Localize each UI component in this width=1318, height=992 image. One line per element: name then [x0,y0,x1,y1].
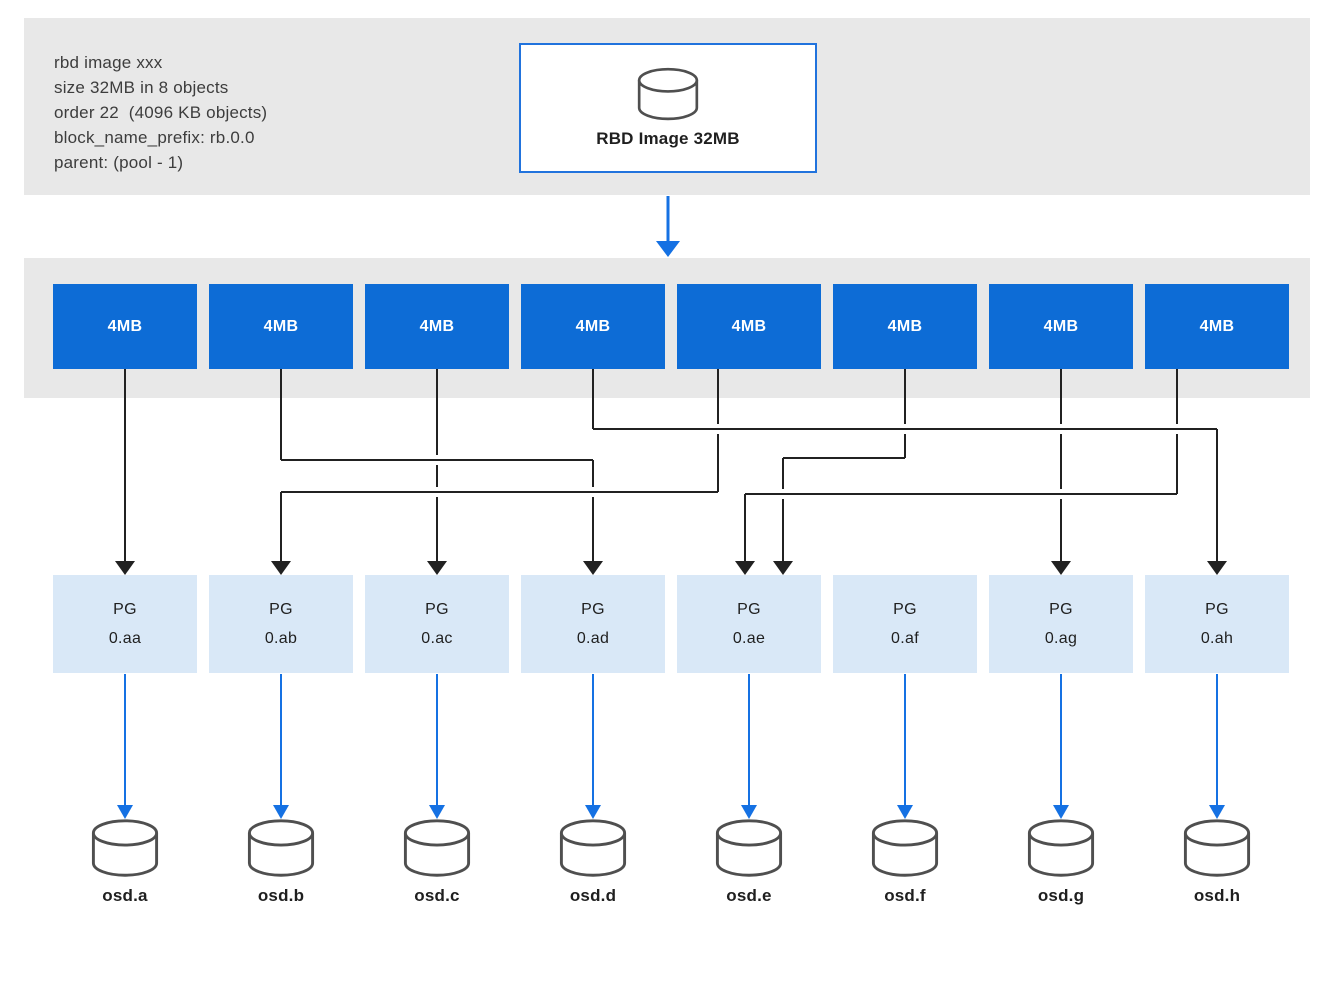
pg-code: 0.ah [1200,629,1234,647]
rbd-info-line: rbd image xxx [54,53,163,72]
pg-to-osd-arrowhead [897,805,913,819]
pg-title: PG [113,600,137,618]
pg-code: 0.af [891,629,919,647]
osd-cylinder-icon [247,819,315,877]
pg-title: PG [269,600,293,618]
pg-code: 0.ab [264,629,298,647]
pg-box: PG 0.ae [677,575,821,673]
object-4mb-label: 4MB [419,317,455,335]
pg-box: PG 0.ac [365,575,509,673]
pg-box: PG 0.ad [521,575,665,673]
object-to-pg-arrowhead [773,561,793,575]
object-4mb-box: 4MB [521,284,665,369]
osd-label: osd.a [102,886,148,905]
object-4mb-box: 4MB [209,284,353,369]
object-4mb-label: 4MB [731,317,767,335]
pg-code: 0.ad [576,629,610,647]
pg-code: 0.ae [732,629,766,647]
osd-cylinder-icon [91,819,159,877]
object-4mb-box: 4MB [677,284,821,369]
osd-node: osd.g [989,818,1133,906]
pg-title: PG [581,600,605,618]
pg-to-osd-arrowhead [273,805,289,819]
osd-label: osd.d [569,886,617,905]
pg-box: PG 0.ag [989,575,1133,673]
osd-cylinder-icon [1027,819,1095,877]
pg-box: PG 0.ah [1145,575,1289,673]
osd-label: osd.h [1193,886,1241,905]
osd-cylinder-icon [559,819,627,877]
pg-title: PG [1049,600,1073,618]
object-to-pg-arrowhead [583,561,603,575]
rbd-info-line: parent: (pool - 1) [54,153,184,172]
pg-title: PG [1205,600,1229,618]
object-4mb-label: 4MB [887,317,923,335]
object-4mb-box: 4MB [989,284,1133,369]
rbd-info-text: rbd image xxx size 32MB in 8 objects order… [54,50,267,175]
osd-node: osd.a [53,818,197,906]
object-to-pg-arrowhead [271,561,291,575]
pg-box: PG 0.af [833,575,977,673]
osd-label: osd.g [1037,886,1085,905]
object-to-pg-arrowhead [1051,561,1071,575]
object-4mb-box: 4MB [365,284,509,369]
object-4mb-box: 4MB [53,284,197,369]
object-4mb-label: 4MB [107,317,143,335]
pg-box: PG 0.ab [209,575,353,673]
osd-label: osd.e [726,886,772,905]
rbd-info-line: block_name_prefix: rb.0.0 [54,128,255,147]
object-to-pg-arrowhead [115,561,135,575]
pg-to-osd-arrowhead [585,805,601,819]
object-to-pg-arrowhead [735,561,755,575]
osd-node: osd.b [209,818,353,906]
osd-node: osd.h [1145,818,1289,906]
object-to-pg-arrowhead [427,561,447,575]
osd-cylinder-icon [403,819,471,877]
rbd-info-line: size 32MB in 8 objects [54,78,229,97]
pg-title: PG [893,600,917,618]
pg-to-osd-arrowhead [741,805,757,819]
pg-to-osd-arrowhead [429,805,445,819]
object-4mb-box: 4MB [833,284,977,369]
pg-to-osd-arrowhead [117,805,133,819]
osd-label: osd.f [884,886,926,905]
object-4mb-label: 4MB [1199,317,1235,335]
disk-cylinder-icon [637,67,699,121]
object-4mb-box: 4MB [1145,284,1289,369]
osd-node: osd.e [677,818,821,906]
object-to-pg-arrowhead [1207,561,1227,575]
rbd-to-objects-arrowhead [656,241,680,257]
osd-cylinder-icon [1183,819,1251,877]
pg-code: 0.ac [421,629,453,647]
pg-title: PG [425,600,449,618]
osd-node: osd.f [833,818,977,906]
osd-cylinder-icon [715,819,783,877]
rbd-image-label: RBD Image 32MB [596,129,740,148]
osd-label: osd.c [414,886,460,905]
pg-box: PG 0.aa [53,575,197,673]
pg-to-osd-arrowhead [1209,805,1225,819]
osd-node: osd.d [521,818,665,906]
pg-code: 0.ag [1044,629,1078,647]
osd-label: osd.b [257,886,305,905]
pg-title: PG [737,600,761,618]
osd-node: osd.c [365,818,509,906]
object-4mb-label: 4MB [575,317,611,335]
object-4mb-label: 4MB [1043,317,1079,335]
osd-cylinder-icon [871,819,939,877]
object-4mb-label: 4MB [263,317,299,335]
pg-code: 0.aa [108,629,142,647]
rbd-image-box: RBD Image 32MB [519,43,817,173]
pg-to-osd-arrowhead [1053,805,1069,819]
rbd-info-line: order 22 (4096 KB objects) [54,103,268,122]
